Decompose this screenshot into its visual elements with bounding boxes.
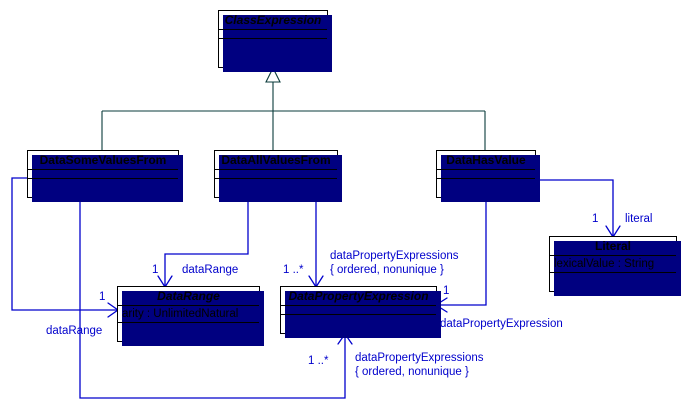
class-box-data-property-expression[interactable]: DataPropertyExpression	[280, 286, 441, 338]
generalization-triangle-icon	[265, 66, 281, 83]
assoc-line-allValues-dataRange	[164, 198, 249, 286]
class-attributes-class-expression	[219, 30, 327, 39]
class-operations-data-some-values-from	[28, 179, 178, 199]
class-box-data-range[interactable]: DataRange arity : UnlimitedNatural	[117, 286, 264, 346]
class-attributes-data-property-expression	[281, 306, 436, 315]
assoc-line-someValues-dataRange	[11, 177, 117, 311]
class-name-data-range: DataRange	[118, 287, 259, 306]
class-name-data-some-values-from: DataSomeValuesFrom	[28, 151, 178, 170]
role-label-someValues-dataRange: dataRange	[46, 325, 103, 337]
class-attributes-data-has-value	[437, 170, 535, 179]
class-box-data-some-values-from[interactable]: DataSomeValuesFrom	[27, 150, 183, 202]
role-label-allValues-dpe: dataPropertyExpressions	[330, 250, 459, 262]
class-box-literal[interactable]: Literal lexicalValue : String	[549, 236, 681, 296]
role-label-allValues-dataRange: dataRange	[182, 264, 239, 276]
multiplicity-someValues-dpe: 1 ..*	[308, 355, 329, 367]
class-operations-data-has-value	[437, 179, 535, 199]
class-operations-data-all-values-from	[215, 179, 337, 199]
class-name-data-all-values-from: DataAllValuesFrom	[215, 151, 337, 170]
class-attribute-arity: arity : UnlimitedNatural	[118, 306, 259, 323]
constraint-label-allValues-dpe: { ordered, nonunique }	[330, 264, 444, 276]
class-attributes-data-some-values-from	[28, 170, 178, 179]
class-box-data-all-values-from[interactable]: DataAllValuesFrom	[214, 150, 342, 202]
class-operations-literal	[550, 273, 676, 293]
class-attributes-data-all-values-from	[215, 170, 337, 179]
class-name-literal: Literal	[550, 237, 676, 256]
role-label-hasValue-dpe: dataPropertyExpression	[440, 318, 563, 330]
role-label-someValues-dpe: dataPropertyExpressions	[355, 352, 484, 364]
class-name-class-expression: ClassExpression	[219, 11, 327, 30]
multiplicity-allValues-dpe: 1 ..*	[283, 264, 304, 276]
class-attribute-lexical-value: lexicalValue : String	[550, 256, 676, 273]
class-operations-data-property-expression	[281, 315, 436, 335]
class-name-data-has-value: DataHasValue	[437, 151, 535, 170]
assoc-line-someValues-dpe	[79, 198, 346, 399]
class-operations-class-expression	[219, 39, 327, 59]
class-box-class-expression[interactable]: ClassExpression	[218, 10, 332, 72]
multiplicity-hasValue-dpe: 1	[443, 285, 450, 297]
constraint-label-someValues-dpe: { ordered, nonunique }	[355, 366, 469, 378]
multiplicity-someValues-dataRange: 1	[99, 291, 106, 303]
class-operations-data-range	[118, 323, 259, 343]
generalization-edges	[101, 66, 486, 150]
assoc-line-hasValue-dpe	[437, 198, 487, 306]
role-label-hasValue-literal: literal	[625, 213, 653, 225]
multiplicity-hasValue-literal: 1	[592, 213, 599, 225]
class-name-data-property-expression: DataPropertyExpression	[281, 287, 436, 306]
class-box-data-has-value[interactable]: DataHasValue	[436, 150, 540, 202]
association-edges	[11, 177, 614, 399]
multiplicity-allValues-dataRange: 1	[152, 264, 159, 276]
assoc-line-hasValue-literal	[536, 179, 614, 236]
